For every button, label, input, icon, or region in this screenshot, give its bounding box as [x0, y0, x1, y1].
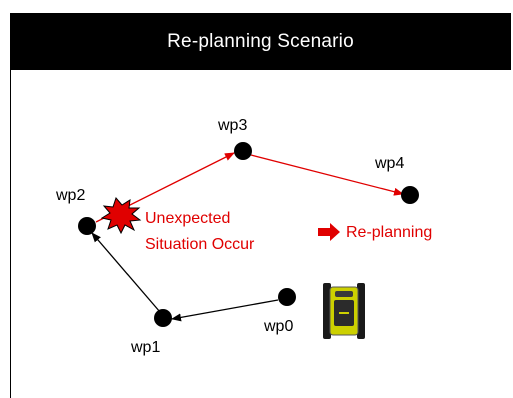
waypoint-label-wp1: wp1 — [130, 339, 160, 356]
waypoint-node-wp4 — [401, 186, 419, 204]
waypoint-node-wp0 — [278, 288, 296, 306]
waypoint-label-wp2: wp2 — [55, 187, 85, 204]
waypoint-label-wp4: wp4 — [374, 155, 404, 172]
robot-icon — [323, 283, 365, 339]
annotation-unexpected-line2: Situation Occur — [145, 236, 255, 253]
right-arrow-icon — [318, 223, 340, 241]
waypoint-node-wp3 — [234, 142, 252, 160]
explosion-icon — [100, 197, 142, 235]
waypoint-label-wp0: wp0 — [263, 318, 293, 335]
waypoint-node-wp2 — [78, 217, 96, 235]
waypoint-label-wp3: wp3 — [217, 117, 247, 134]
annotation-unexpected-line1: Unexpected — [145, 210, 230, 227]
replanning-label: Re-planning — [346, 224, 432, 241]
slide-title: Re-planning Scenario — [167, 30, 354, 52]
slide-left-border — [10, 70, 11, 398]
path-edge-wp0-wp1 — [171, 299, 279, 322]
title-bar: Re-planning Scenario — [10, 13, 511, 70]
waypoint-node-wp1 — [154, 309, 172, 327]
replan-edge-wp3-wp4 — [250, 154, 404, 196]
path-edge-wp1-wp2 — [91, 232, 161, 313]
